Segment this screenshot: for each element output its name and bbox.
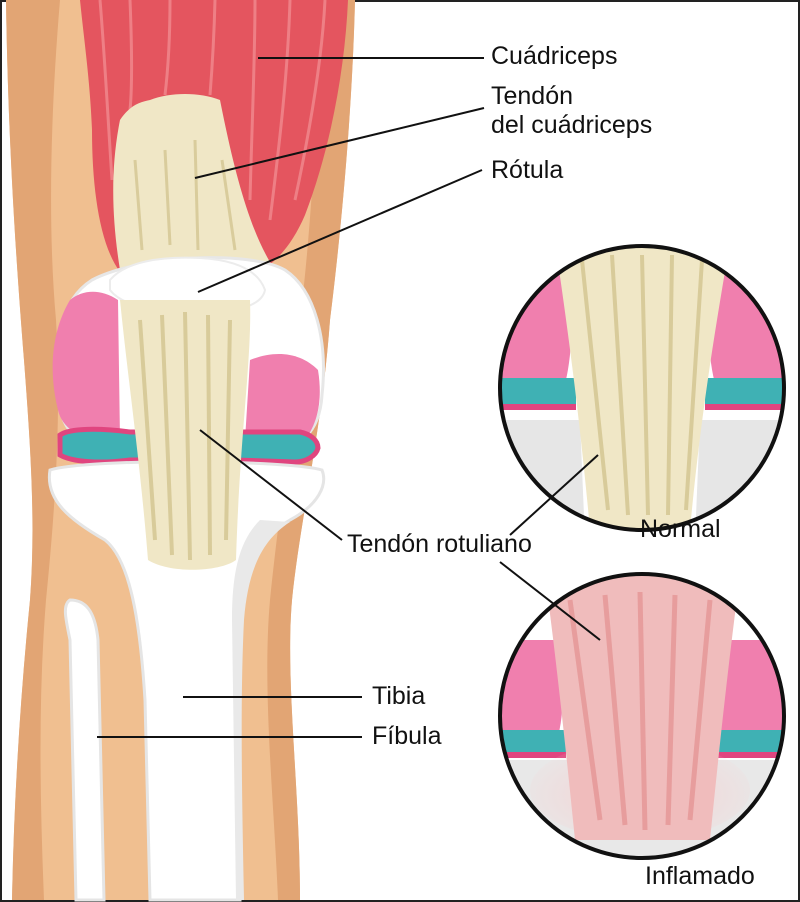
label-normal: Normal — [640, 515, 721, 543]
leg-skin-shade-left — [6, 0, 60, 900]
leader-patellar-tendon-inflamed — [499, 561, 601, 641]
quadriceps-tendon-lines — [133, 139, 237, 251]
fibula-bone — [63, 598, 106, 902]
leader-patella — [197, 169, 483, 293]
label-patella: Rótula — [491, 156, 564, 184]
normal-inset-content — [500, 246, 784, 530]
cartilage-right — [245, 354, 320, 440]
inflamed-inset-content — [500, 574, 784, 858]
cartilage-left — [52, 291, 121, 440]
tibia-shadow — [232, 520, 290, 900]
normal-inset-border — [498, 244, 786, 532]
leader-patellar-tendon-normal — [509, 454, 599, 536]
label-fibula: Fíbula — [372, 722, 442, 750]
label-patellar-tendon: Tendón rotuliano — [347, 530, 532, 558]
meniscus-right — [232, 429, 321, 465]
label-tibia: Tibia — [372, 682, 426, 710]
label-quadriceps-tendon-line2: del cuádriceps — [491, 111, 653, 139]
label-quadriceps-tendon-line1: Tendón — [491, 82, 574, 110]
inflamed-inset-border — [498, 572, 786, 860]
leader-lines — [97, 57, 601, 738]
quadriceps-fibers — [98, 0, 327, 221]
leader-quadriceps-tendon — [194, 107, 485, 179]
label-quadriceps: Cuádriceps — [491, 42, 618, 70]
label-inflamed: Inflamado — [645, 862, 755, 890]
leader-patellar-tendon — [199, 429, 343, 541]
patellar-tendon-lines — [138, 311, 232, 561]
